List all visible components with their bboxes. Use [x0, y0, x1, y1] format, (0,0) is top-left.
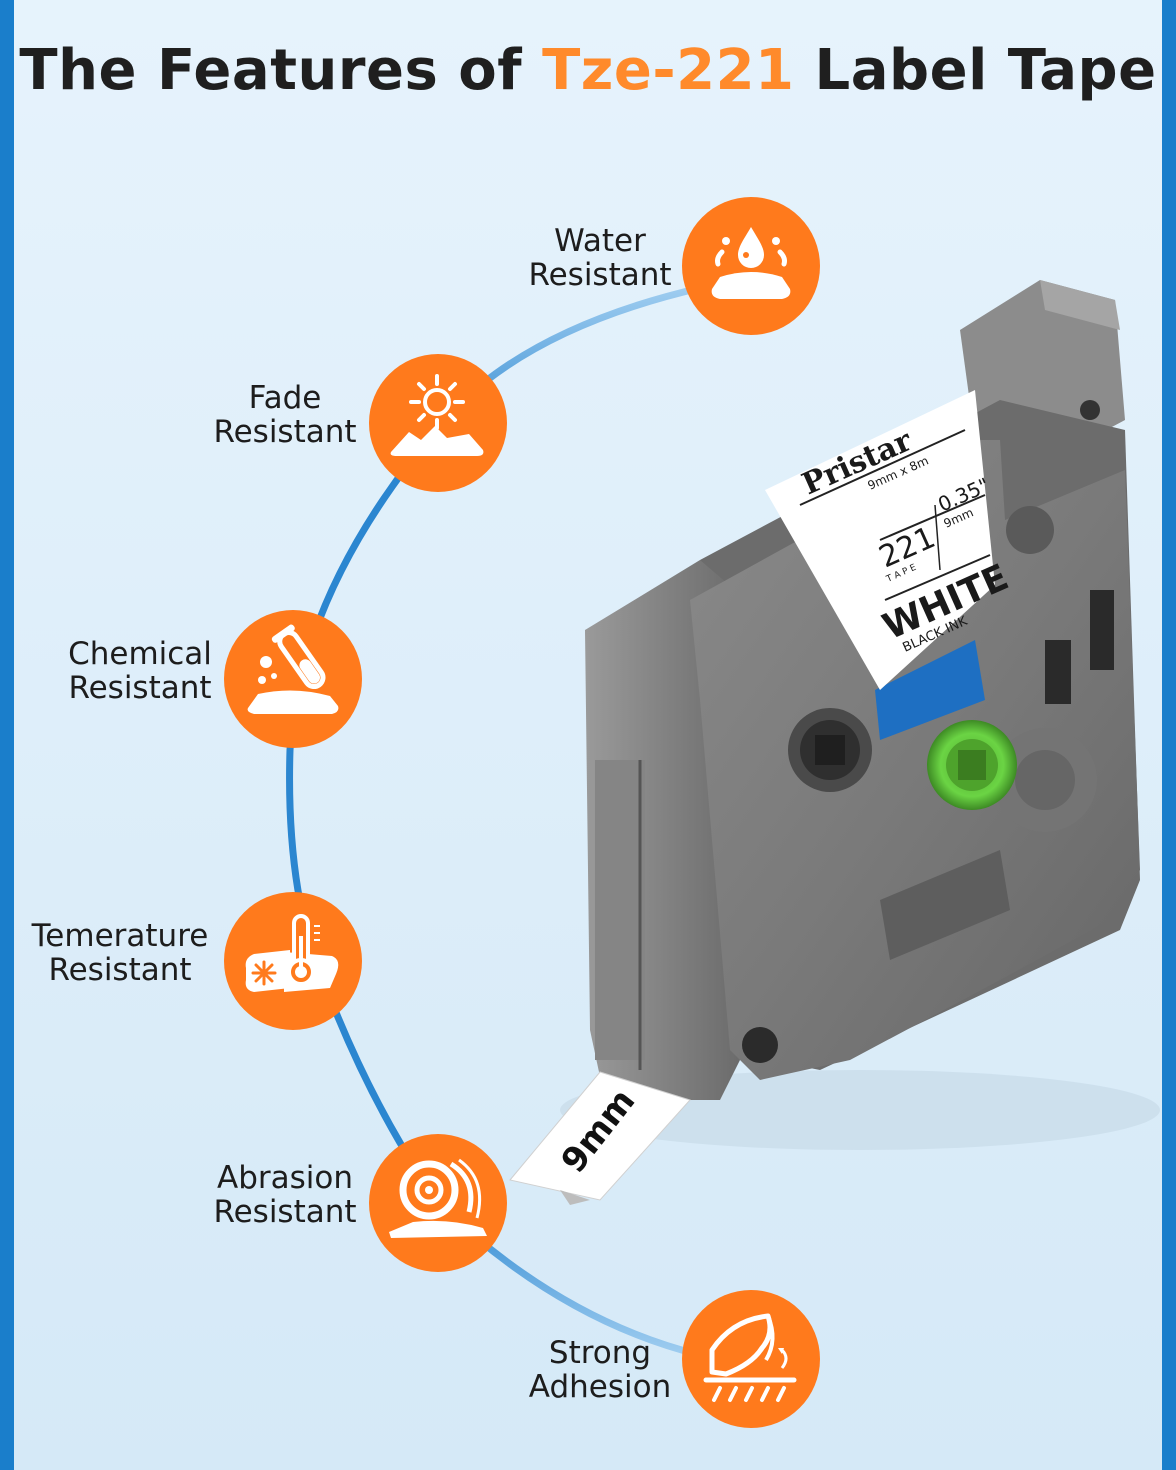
feature-label-abrasion: Abrasion Resistant: [205, 1161, 365, 1229]
feature-line: Temerature: [31, 918, 209, 954]
feature-label-temperature: Temerature Resistant: [25, 919, 215, 987]
page-title: The Features of Tze-221 Label Tape: [0, 38, 1176, 103]
chemical-resistant-badge: [224, 610, 362, 748]
feature-label-water: Water Resistant: [520, 224, 680, 292]
sun-icon: [390, 374, 484, 456]
abrasion-resistant-badge: [369, 1134, 507, 1272]
feature-line: Resistant: [68, 670, 212, 706]
feature-line: Water: [554, 223, 646, 259]
feature-line: Resistant: [48, 952, 192, 988]
tape-roll-icon: [389, 1158, 487, 1238]
feature-line: Resistant: [528, 257, 672, 293]
feature-line: Resistant: [213, 414, 357, 450]
title-suffix: Label Tape: [794, 38, 1157, 103]
thermometer-icon: [245, 914, 339, 992]
title-prefix: The Features of: [19, 38, 543, 103]
feature-label-adhesion: Strong Adhesion: [520, 1336, 680, 1404]
feature-line: Fade: [248, 380, 322, 416]
feature-label-fade: Fade Resistant: [205, 381, 365, 449]
fade-resistant-badge: [369, 354, 507, 492]
temperature-resistant-badge: [224, 892, 362, 1030]
feature-line: Adhesion: [528, 1369, 672, 1405]
feature-line: Strong: [548, 1335, 652, 1371]
feature-line: Chemical: [68, 636, 212, 672]
feature-line: Abrasion: [216, 1160, 353, 1196]
strong-adhesion-badge: [682, 1290, 820, 1428]
water-resistant-badge: [682, 197, 820, 335]
test-tube-icon: [247, 624, 339, 714]
feature-line: Resistant: [213, 1194, 357, 1230]
adhesion-icon: [703, 1313, 797, 1402]
title-highlight: Tze-221: [542, 38, 795, 103]
feature-label-chemical: Chemical Resistant: [60, 637, 220, 705]
water-drop-icon: [711, 227, 791, 299]
